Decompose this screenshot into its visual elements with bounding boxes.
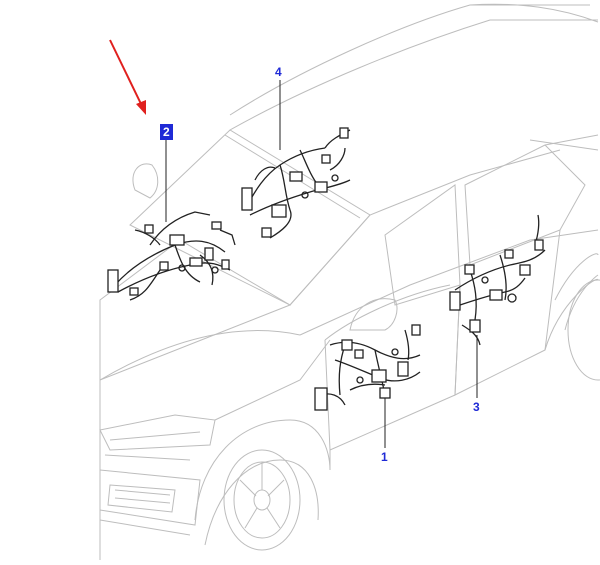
callout-4: 4 bbox=[275, 65, 282, 79]
harness-3 bbox=[449, 214, 546, 398]
callout-3: 3 bbox=[473, 400, 480, 414]
harness-1 bbox=[314, 324, 421, 448]
vehicle-body-outline bbox=[99, 3, 600, 560]
red-pointer-arrow bbox=[109, 39, 146, 115]
callout-1: 1 bbox=[381, 450, 388, 464]
callout-2-highlighted: 2 bbox=[160, 124, 173, 140]
harness-4 bbox=[241, 80, 351, 239]
harness-2 bbox=[107, 140, 236, 301]
